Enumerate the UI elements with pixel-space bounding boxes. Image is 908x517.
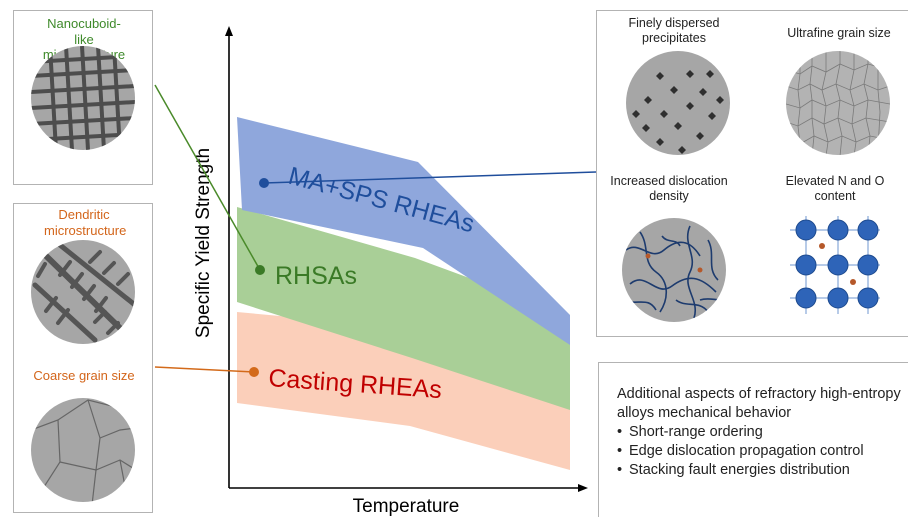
nanocuboid-micrograph <box>31 46 135 150</box>
rhsas-dot <box>255 265 265 275</box>
x-axis-arrow <box>578 484 588 492</box>
casting-dot <box>249 367 259 377</box>
dendritic-label: Dendritic microstructure <box>44 207 127 238</box>
coarse-grain-label: Coarse grain size <box>33 368 135 383</box>
ma-sps-dot <box>259 178 269 188</box>
notes-intro: Additional aspects of refractory high-en… <box>617 386 901 421</box>
precipitates-label: Finely dispersed precipitates <box>628 16 720 45</box>
y-axis-label: Specific Yield Strength <box>193 148 214 338</box>
notes-list: Short-range ordering Edge dislocation pr… <box>617 423 902 480</box>
dendritic-micrograph <box>31 240 135 344</box>
notes-item: Short-range ordering <box>617 423 902 442</box>
coarse-grain-connector <box>154 366 255 373</box>
dislocation-micrograph <box>622 218 726 322</box>
precipitates-micrograph <box>626 51 730 155</box>
ultrafine-grain-micrograph <box>786 51 890 155</box>
notes-item: Edge dislocation propagation control <box>617 442 902 461</box>
rhsas-label: RHSAs <box>275 262 357 290</box>
rhsas-band <box>237 207 570 410</box>
nanocuboid-connector <box>154 84 261 271</box>
x-axis-label: Temperature <box>353 496 460 517</box>
ultrafine-label: Ultrafine grain size <box>787 26 891 40</box>
y-axis-arrow <box>225 26 233 36</box>
bcc-lattice-icon <box>790 216 880 314</box>
coarse-grain-micrograph <box>31 398 135 502</box>
elevated-label: Elevated N and O content <box>785 174 885 203</box>
notes-item: Stacking fault energies distribution <box>617 461 902 480</box>
rhea-features-connector <box>263 171 597 184</box>
additional-aspects-box: Additional aspects of refractory high-en… <box>598 362 908 517</box>
dislocation-label: Increased dislocation density <box>610 174 728 203</box>
ma-sps-rheas-band <box>237 117 570 345</box>
